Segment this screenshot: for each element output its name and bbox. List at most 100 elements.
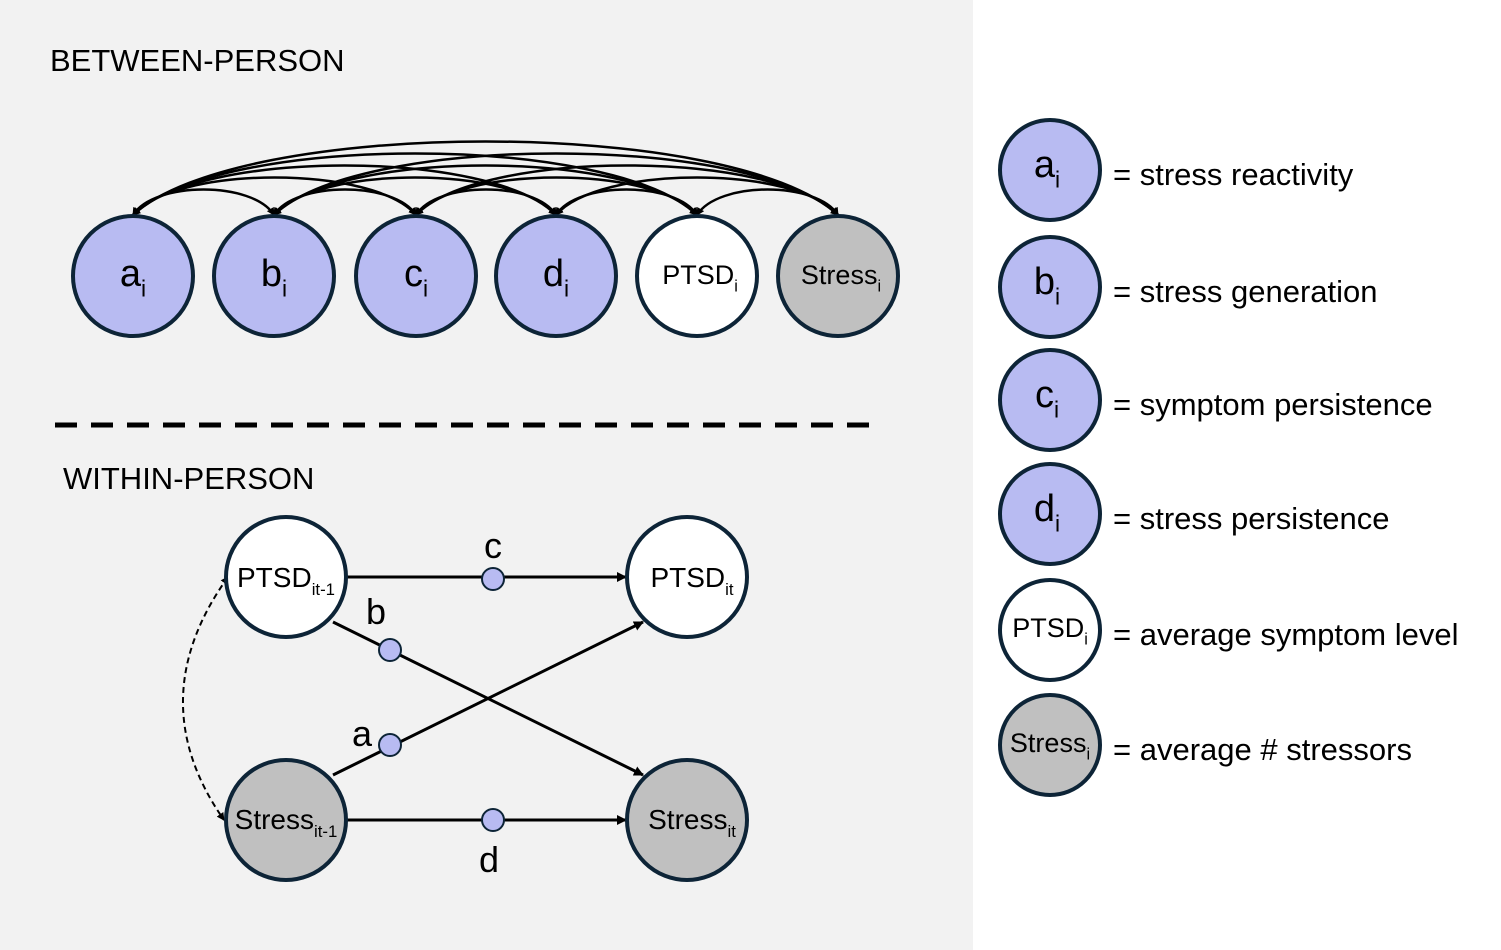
covariance-arc bbox=[132, 176, 417, 216]
legend-node-ptsd-label-base: PTSD bbox=[1012, 613, 1084, 643]
legend-node-b-label-sub: i bbox=[1055, 284, 1060, 310]
between-node-b: bi bbox=[212, 214, 336, 338]
node-stress-prev-base: Stress bbox=[235, 804, 314, 835]
between-node-d-label: di bbox=[543, 253, 569, 302]
covariance-arc bbox=[273, 176, 557, 216]
path-c-dot bbox=[481, 567, 505, 591]
legend-item-b: bi = stress generation bbox=[998, 235, 1378, 339]
path-label-c: c bbox=[484, 525, 502, 566]
svg-text:PTSDit-1: PTSDit-1 bbox=[237, 562, 335, 599]
legend-item-ptsd: PTSDi = average symptom level bbox=[998, 578, 1458, 682]
node-stress-curr-sub: it bbox=[727, 822, 736, 841]
legend-node-d-label-base: d bbox=[1034, 488, 1055, 530]
legend-node-a-label-base: a bbox=[1034, 144, 1056, 186]
between-node-ptsd-label-sub: i bbox=[734, 278, 738, 296]
node-ptsd-curr-sub: it bbox=[725, 580, 734, 599]
legend-node-d-label: di bbox=[1034, 488, 1060, 537]
legend-node-stress-label: Stressi bbox=[1010, 728, 1090, 764]
legend-description: = stress generation bbox=[1113, 274, 1378, 309]
within-person-title: WITHIN-PERSON bbox=[63, 461, 314, 496]
legend-node-d-label-sub: i bbox=[1055, 511, 1060, 537]
legend-node-stress-label-sub: i bbox=[1086, 746, 1090, 764]
node-stress-prev: Stressit-1 bbox=[224, 758, 348, 882]
legend-swatch bbox=[998, 118, 1102, 222]
legend-description: = average # stressors bbox=[1113, 732, 1412, 767]
between-node-d-label-base: d bbox=[543, 253, 564, 295]
between-node-d: di bbox=[494, 214, 618, 338]
legend-swatch bbox=[998, 235, 1102, 339]
legend-item-d: di = stress persistence bbox=[998, 462, 1390, 566]
between-node-ptsd-label-base: PTSD bbox=[662, 260, 734, 290]
path-label-b: b bbox=[366, 591, 386, 632]
between-node-a: ai bbox=[71, 214, 195, 338]
path-d-dot bbox=[481, 808, 505, 832]
legend-item-stress: Stressi = average # stressors bbox=[998, 693, 1412, 797]
legend-node-stress-label-base: Stress bbox=[1010, 728, 1087, 758]
legend-swatch bbox=[998, 693, 1102, 797]
legend-node-c-label: ci bbox=[1035, 374, 1059, 423]
covariance-arc-ptsd-stress bbox=[182, 576, 229, 821]
legend-swatch bbox=[998, 578, 1102, 682]
node-ptsd-curr: PTSDit bbox=[625, 515, 749, 639]
between-node-b-label: bi bbox=[261, 253, 287, 302]
between-node-b-label-sub: i bbox=[282, 276, 287, 302]
legend-item-a: ai= stress reactivity bbox=[998, 118, 1354, 222]
legend-node-c-label-sub: i bbox=[1054, 397, 1059, 423]
node-ptsd-prev-base: PTSD bbox=[237, 562, 312, 593]
legend-description: = average symptom level bbox=[1113, 617, 1458, 652]
within-person-paths: c b a d bbox=[182, 525, 644, 880]
between-node-ptsd-label: PTSDi bbox=[662, 260, 738, 296]
between-node-c-label-base: c bbox=[404, 253, 423, 295]
path-a-dot bbox=[378, 733, 402, 757]
legend-node-ptsd-label-sub: i bbox=[1084, 631, 1088, 649]
legend-description: = stress persistence bbox=[1113, 501, 1390, 536]
between-node-stress: Stressi bbox=[776, 214, 900, 338]
svg-text:Stressit: Stressit bbox=[648, 804, 736, 841]
between-node-stress-label: Stressi bbox=[801, 260, 881, 296]
between-node-c: ci bbox=[354, 214, 478, 338]
between-node-c-label: ci bbox=[404, 253, 428, 302]
left-panel bbox=[0, 0, 973, 950]
node-stress-curr-base: Stress bbox=[648, 804, 727, 835]
path-label-a: a bbox=[352, 713, 373, 754]
legend-item-c: ci = symptom persistence bbox=[998, 348, 1433, 452]
legend-node-a-label: ai bbox=[1034, 144, 1060, 193]
between-node-stress-label-base: Stress bbox=[801, 260, 878, 290]
node-stress-curr: Stressit bbox=[625, 758, 749, 882]
legend-node-ptsd-label: PTSDi bbox=[1012, 613, 1088, 649]
legend-description: = symptom persistence bbox=[1113, 387, 1433, 422]
node-stress-prev-sub: it-1 bbox=[314, 822, 337, 841]
path-label-d: d bbox=[479, 839, 499, 880]
node-ptsd-curr-base: PTSD bbox=[650, 562, 725, 593]
legend-node-b-label-base: b bbox=[1034, 261, 1055, 303]
covariance-arc bbox=[272, 188, 418, 216]
between-node-stress-label-sub: i bbox=[877, 278, 881, 296]
legend-node-c-label-base: c bbox=[1035, 374, 1054, 416]
within-person-nodes: PTSDit-1 PTSDit Stressit-1 Stressit bbox=[224, 515, 749, 882]
covariance-arc bbox=[555, 176, 839, 216]
legend-node-b-label: bi bbox=[1034, 261, 1060, 310]
svg-text:PTSDit: PTSDit bbox=[650, 562, 733, 599]
between-person-title: BETWEEN-PERSON bbox=[50, 43, 345, 78]
between-node-c-label-sub: i bbox=[423, 276, 428, 302]
legend-swatch bbox=[998, 348, 1102, 452]
between-node-b-label-base: b bbox=[261, 253, 282, 295]
covariance-arc bbox=[131, 188, 276, 216]
covariance-arc bbox=[414, 188, 558, 216]
between-node-a-label: ai bbox=[120, 253, 146, 302]
between-node-ptsd: PTSDi bbox=[635, 214, 759, 338]
covariance-arc bbox=[554, 188, 699, 216]
covariance-arc bbox=[415, 176, 698, 216]
legend-node-a-label-sub: i bbox=[1055, 167, 1060, 193]
covariance-arc bbox=[695, 188, 840, 216]
path-b-dot bbox=[378, 638, 402, 662]
between-node-a-label-base: a bbox=[120, 253, 142, 295]
between-person-covariance-arcs bbox=[131, 140, 840, 216]
node-ptsd-prev: PTSDit-1 bbox=[224, 515, 348, 639]
between-node-d-label-sub: i bbox=[564, 276, 569, 302]
legend-swatch bbox=[998, 462, 1102, 566]
node-ptsd-prev-sub: it-1 bbox=[312, 580, 335, 599]
